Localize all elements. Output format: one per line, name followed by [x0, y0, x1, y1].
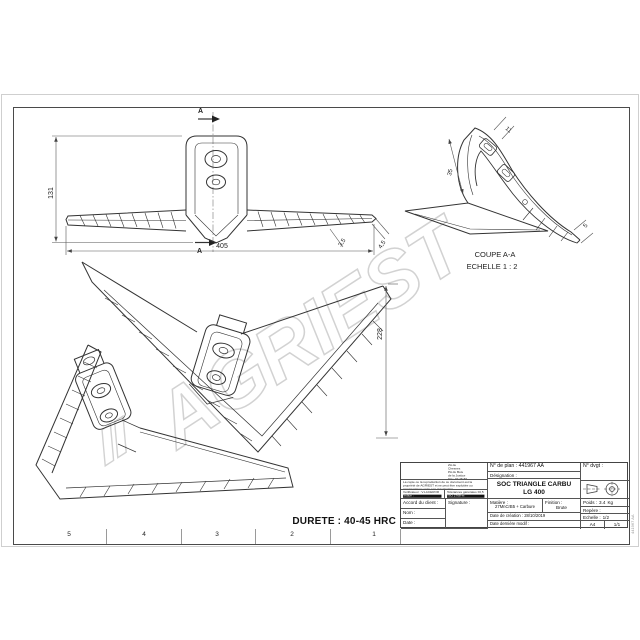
title-block: AGRIEST ZA de Chesnes PA du Bois de la J… — [400, 462, 629, 529]
designation-label: Désignation : — [488, 472, 581, 479]
page-border — [1, 94, 639, 547]
dev-number-label: N° dvgt : — [581, 463, 629, 481]
finish-value: Brute — [556, 505, 567, 511]
material-cell: Matière : 27MnCrB5 + Carbure — [488, 499, 543, 513]
dim-4-5-text: 4,5 — [378, 239, 388, 250]
scale-label: Echelle : — [583, 515, 601, 520]
dim-405 — [65, 224, 375, 255]
iso-view-main: 228 — [81, 261, 398, 453]
logo-cell: AGRIEST ZA de Chesnes PA du Bois de la J… — [401, 463, 488, 480]
tolerance-line: Tolérances générales ±0,5 — [447, 491, 484, 495]
dim-3-5-text: 3,5 — [338, 237, 348, 248]
sheet-number: 1/1 — [613, 522, 621, 527]
checker-cell: Vérificateur : V.LACEROR Indice : — [401, 490, 445, 499]
tolerance-cell: Tolérances générales ±0,5 ISO 2768-m — [445, 490, 488, 499]
ruler-number-3: 3 — [215, 531, 219, 538]
hardness-note: DURETE : 40-45 HRC — [292, 516, 396, 527]
checker-line: Vérificateur : V.LACEROR — [403, 491, 440, 495]
scale-cell: Echelle : 1/2 — [581, 514, 629, 521]
weight-unit: Kg — [607, 500, 614, 505]
name-label: Nom : — [401, 509, 446, 519]
watermark-text: AGRIEST — [137, 198, 483, 465]
material-value: 27MnCrB5 + Carbure — [495, 504, 535, 510]
dim-35-text: 35 — [447, 168, 455, 177]
projection-symbol-cell — [581, 481, 629, 499]
format-label: A4 — [581, 521, 605, 529]
dim-11-text: 11 — [504, 126, 513, 135]
address-line: PA du Bois de la Justice — [448, 470, 466, 478]
iso-view-bottom — [35, 344, 294, 500]
mark-label: Repère : — [581, 507, 629, 514]
finish-cell: Finition : Brute — [543, 499, 581, 513]
last-modified: Date dernière modif : — [488, 521, 581, 529]
dim-4-5-ext — [371, 218, 390, 240]
address-line: ZA de Chesnes — [448, 464, 461, 471]
ruler-tick — [106, 529, 107, 544]
weight-value: 3.4 — [599, 500, 606, 505]
address-line: Tél : 03 25 56 42 52 — [448, 477, 468, 480]
border-ruler-strip — [13, 528, 630, 545]
index-line: Indice : — [403, 494, 442, 498]
designation-line2: LG 400 — [523, 489, 545, 497]
dim-405-text: 405 — [216, 243, 228, 250]
leader-3-5 — [329, 228, 344, 248]
creation-date: Date de création : 28/10/2019 — [488, 513, 581, 521]
dim-5-text: 5 — [583, 222, 590, 229]
ruler-tick — [181, 529, 182, 544]
designation-value: SOC TRIANGLE CARBU LG 400 — [488, 479, 581, 499]
dim-131-text: 131 — [48, 187, 55, 199]
section-title: COUPE A-A — [475, 250, 516, 259]
material-label: Matière : — [490, 500, 508, 505]
weight-label: Poids : — [583, 500, 598, 505]
ruler-tick — [255, 529, 256, 544]
section-letter-bottom: A — [197, 248, 202, 255]
ruler-number-1: 1 — [372, 531, 376, 538]
ruler-number-4: 4 — [142, 531, 146, 538]
tolerance-standard: ISO 2768-m — [447, 494, 485, 498]
ruler-tick — [330, 529, 331, 544]
designation-line1: SOC TRIANGLE CARBU — [496, 481, 572, 488]
vertical-reference: 441967 AA — [630, 514, 635, 534]
section-arrow-top — [198, 115, 220, 123]
section-view: 11 35 5 COUPE A-A ECHELLE 1 : 2 — [404, 116, 594, 271]
copyright-notice-cell: La copie ou la reproduction de ce docume… — [401, 480, 488, 490]
section-letter-top: A — [198, 108, 203, 115]
date-label: Date : — [401, 519, 446, 529]
weight-cell: Poids : 3.4 Kg — [581, 499, 629, 507]
signature-label: Signature : — [446, 499, 488, 529]
scale-value: 1/2 — [602, 515, 610, 520]
ruler-number-5: 5 — [67, 531, 71, 538]
plan-number: N° de plan : 441967 AA — [488, 463, 581, 472]
front-view: A A 131 405 3,5 4,5 — [48, 108, 390, 255]
client-approval-label: Accord du client : — [401, 499, 446, 509]
company-address: ZA de Chesnes PA du Bois de la Justice T… — [448, 464, 468, 480]
copyright-notice: La copie ou la reproduction de ce docume… — [403, 481, 473, 490]
ruler-tick — [400, 529, 401, 544]
section-scale: ECHELLE 1 : 2 — [467, 262, 518, 271]
dim-131 — [52, 135, 193, 243]
watermark: AGRIEST — [101, 197, 484, 468]
dim-228-text: 228 — [377, 328, 384, 340]
projection-symbol-icon — [583, 481, 620, 497]
ruler-number-2: 2 — [290, 531, 294, 538]
finish-label: Finition : — [545, 500, 563, 505]
